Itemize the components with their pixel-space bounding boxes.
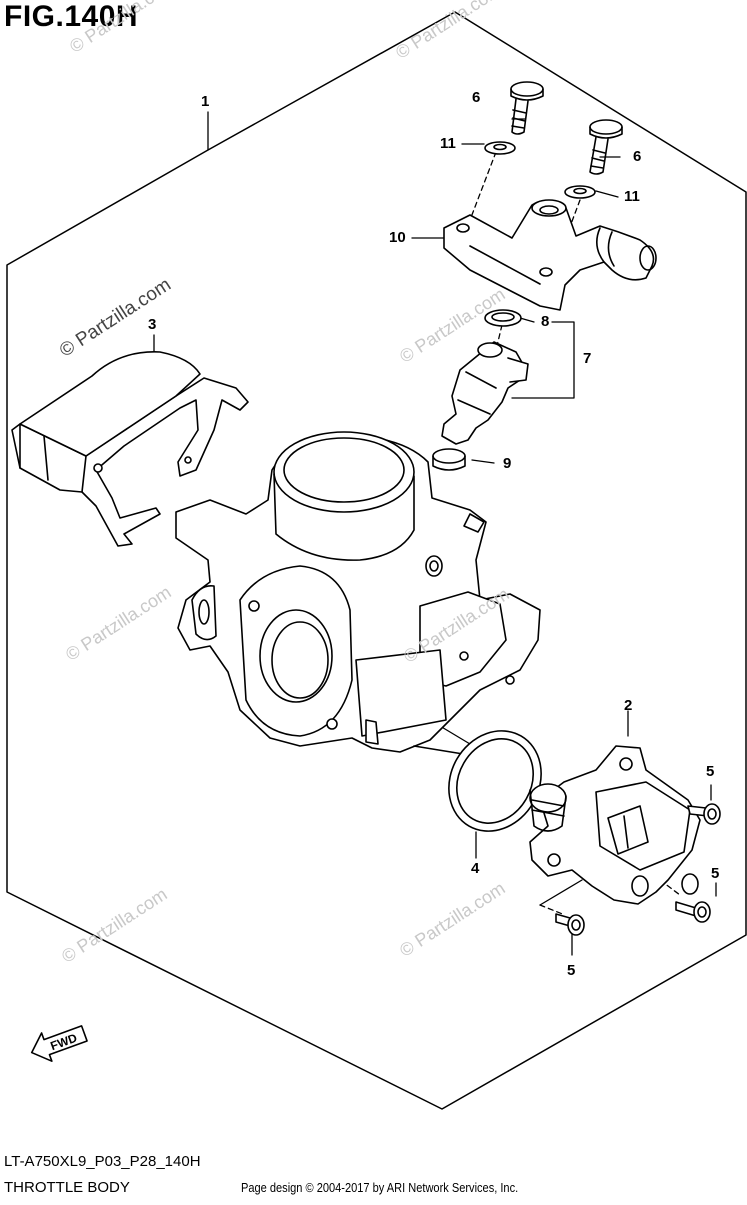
callout-part-11[interactable]: 11 <box>624 188 640 205</box>
gasket-4 <box>448 730 542 832</box>
callout-part-7[interactable]: 7 <box>583 350 592 367</box>
grommet-9 <box>432 448 466 471</box>
fuel-injector <box>441 341 529 445</box>
throttle-cable-bracket <box>11 351 249 547</box>
callout-part-5[interactable]: 5 <box>567 962 576 979</box>
assembly-name: THROTTLE BODY <box>4 1179 130 1196</box>
screw-5-lower <box>555 913 585 936</box>
o-ring-8 <box>484 309 522 327</box>
callout-part-8[interactable]: 8 <box>541 313 550 330</box>
callout-part-6[interactable]: 6 <box>472 89 481 106</box>
callout-part-5[interactable]: 5 <box>711 865 720 882</box>
throttle-position-sensor <box>529 745 701 905</box>
washer-11-left <box>484 141 516 155</box>
callout-part-5[interactable]: 5 <box>706 763 715 780</box>
callout-part-1[interactable]: 1 <box>201 93 210 110</box>
assembly-outline <box>6 11 747 1110</box>
copyright-credit: Page design © 2004-2017 by ARI Network S… <box>241 1180 519 1195</box>
forward-direction-arrow: FWD <box>30 1025 88 1062</box>
bolt-6-upper <box>510 81 544 135</box>
throttle-body <box>175 431 541 761</box>
callout-part-9[interactable]: 9 <box>503 455 512 472</box>
callout-part-2[interactable]: 2 <box>624 697 633 714</box>
washer-11-right <box>564 185 596 199</box>
callout-part-6[interactable]: 6 <box>633 148 642 165</box>
bolt-6-right <box>589 119 623 175</box>
diagram-code: LT-A750XL9_P03_P28_140H <box>4 1153 201 1170</box>
callout-part-10[interactable]: 10 <box>389 229 406 246</box>
screw-5-upper <box>687 803 721 825</box>
fuel-delivery-pipe <box>443 199 657 311</box>
callout-part-4[interactable]: 4 <box>471 860 480 877</box>
callout-part-3[interactable]: 3 <box>148 316 157 333</box>
figure-title: FIG.140H <box>4 0 139 33</box>
screw-5-right <box>675 901 711 923</box>
callout-part-11[interactable]: 11 <box>440 135 456 152</box>
